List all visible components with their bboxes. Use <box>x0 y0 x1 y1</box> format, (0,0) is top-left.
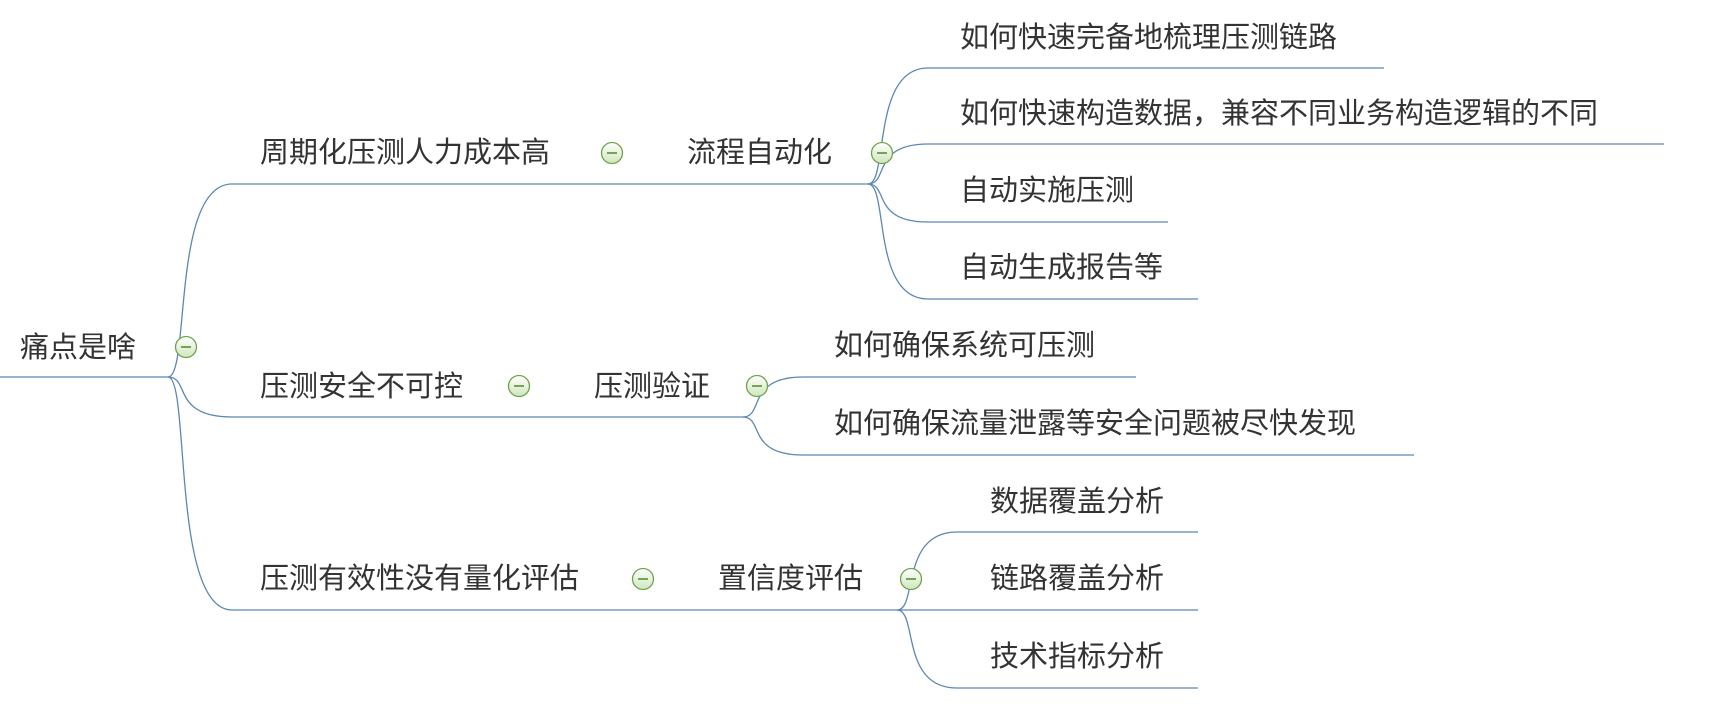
l3-node-link-coverage[interactable]: 链路覆盖分析 <box>990 561 1165 595</box>
branch-root-effectiveness <box>167 376 233 611</box>
branch-automation-2 <box>867 143 929 185</box>
branch-root-safety <box>167 376 233 418</box>
l2-node-verification[interactable]: 压测验证 <box>594 369 711 403</box>
root-collapse-toggle[interactable] <box>174 335 198 359</box>
branch-automation-4 <box>867 183 929 300</box>
collapse-minus-icon <box>631 567 655 591</box>
l1-cost-collapse-toggle[interactable] <box>600 141 624 165</box>
collapse-minus-icon <box>899 567 923 591</box>
l2-verification-collapse-toggle[interactable] <box>745 374 769 398</box>
l3-node-auto-run[interactable]: 自动实施压测 <box>960 173 1135 207</box>
l1-node-effectiveness[interactable]: 压测有效性没有量化评估 <box>260 561 580 595</box>
branch-verification-1 <box>742 376 804 418</box>
l2-node-confidence[interactable]: 置信度评估 <box>718 561 864 595</box>
l3-node-data-coverage[interactable]: 数据覆盖分析 <box>990 484 1165 518</box>
branch-confidence-3 <box>896 609 958 689</box>
l3-node-auto-report[interactable]: 自动生成报告等 <box>960 250 1164 284</box>
collapse-minus-icon <box>870 141 894 165</box>
l1-safety-collapse-toggle[interactable] <box>507 374 531 398</box>
l1-node-cost[interactable]: 周期化压测人力成本高 <box>260 135 551 169</box>
collapse-minus-icon <box>174 335 198 359</box>
l2-node-automation[interactable]: 流程自动化 <box>687 135 833 169</box>
l2-automation-collapse-toggle[interactable] <box>870 141 894 165</box>
l3-node-trace-links[interactable]: 如何快速完备地梳理压测链路 <box>960 20 1338 54</box>
l3-node-tech-metrics[interactable]: 技术指标分析 <box>990 639 1165 673</box>
l3-node-leak-detect[interactable]: 如何确保流量泄露等安全问题被尽快发现 <box>834 406 1357 440</box>
collapse-minus-icon <box>507 374 531 398</box>
l3-node-build-data[interactable]: 如何快速构造数据，兼容不同业务构造逻辑的不同 <box>960 96 1599 130</box>
l1-effectiveness-collapse-toggle[interactable] <box>631 567 655 591</box>
collapse-minus-icon <box>600 141 624 165</box>
l3-node-system-testable[interactable]: 如何确保系统可压测 <box>834 328 1096 362</box>
branch-automation-3 <box>867 183 929 223</box>
branch-root-cost <box>167 183 233 378</box>
l1-node-safety[interactable]: 压测安全不可控 <box>260 369 464 403</box>
collapse-minus-icon <box>745 374 769 398</box>
l2-confidence-collapse-toggle[interactable] <box>899 567 923 591</box>
branch-verification-2 <box>742 416 804 456</box>
branch-automation-1 <box>867 67 929 185</box>
root-node[interactable]: 痛点是啥 <box>20 330 137 364</box>
